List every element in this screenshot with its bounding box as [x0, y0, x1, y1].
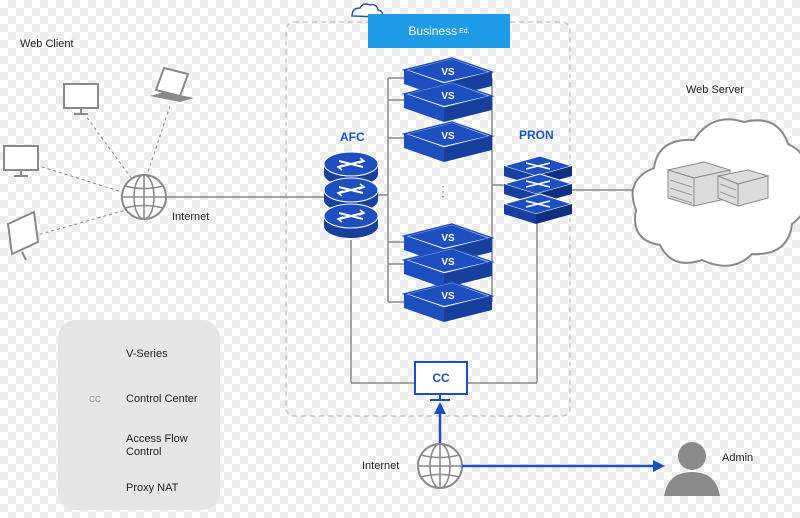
business-title: Business: [408, 24, 458, 38]
legend-control-center-label: Control Center: [126, 393, 198, 405]
ellipsis-mark: ⋮: [436, 183, 450, 199]
business-edition-sup: Ed.: [459, 27, 470, 35]
control-center-node: CC: [414, 361, 468, 395]
afc-label: AFC: [340, 130, 365, 144]
legend-cc-icon-text: CC: [89, 395, 101, 404]
cc-up-arrow: [434, 402, 446, 443]
legend-proxy-nat-label: Proxy NAT: [126, 482, 179, 494]
vs-box: [403, 121, 493, 163]
legend-v-series-label: V-Series: [126, 348, 168, 360]
web-server-label: Web Server: [686, 84, 744, 96]
admin-user-icon: [664, 442, 720, 496]
legend-access-flow-control-label: Access Flow Control: [126, 433, 188, 458]
pron-box: [503, 193, 573, 225]
internet-bottom-label: Internet: [362, 460, 400, 472]
cc-label: CC: [432, 371, 450, 385]
monitor-icon: [3, 145, 39, 177]
legend-panel: [58, 320, 220, 510]
internet-globe-icon: [121, 174, 167, 220]
tablet-icon: [6, 210, 40, 261]
pron-label: PRON: [519, 128, 554, 142]
web-server-cloud-icon: [631, 118, 800, 267]
internet-top-label: Internet: [172, 211, 210, 223]
admin-arrow: [462, 460, 665, 472]
laptop-icon: [150, 66, 194, 102]
afc-router: [323, 203, 379, 239]
internet-globe-icon: [417, 443, 463, 489]
web-client-label: Web Client: [20, 38, 74, 50]
vs-box: [403, 281, 493, 323]
admin-label: Admin: [722, 452, 754, 464]
monitor-icon: [63, 83, 99, 115]
